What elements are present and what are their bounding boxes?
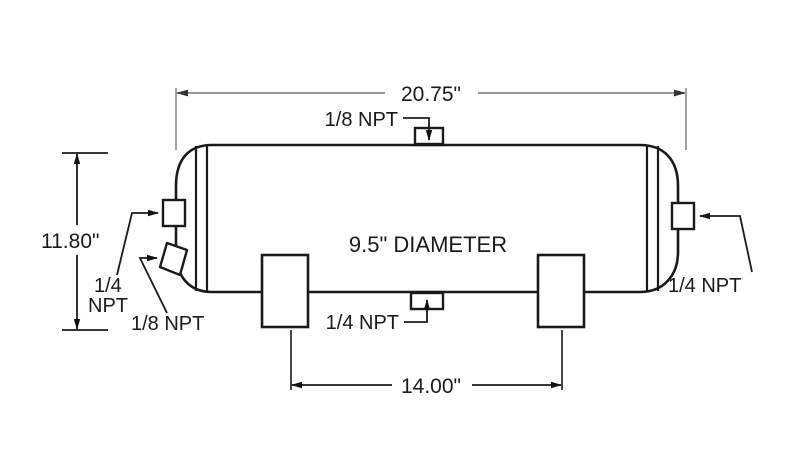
left-lower-port-fitting — [158, 241, 189, 277]
right-port-callout: 1/4 NPT — [668, 212, 753, 297]
left-upper-port-fitting — [161, 198, 187, 228]
right-port-label: 1/4 NPT — [668, 275, 741, 297]
bracket-right-rect — [536, 253, 586, 329]
mounting-bracket-left — [260, 253, 310, 329]
overall-length-dimension: 20.75" — [175, 83, 687, 150]
height-label-backdrop — [38, 225, 116, 255]
tank-shell-outline — [174, 143, 680, 294]
left-upper-port-label: 1/4 — [94, 275, 122, 297]
bottom-port-callout: 1/4 NPT — [326, 299, 431, 334]
left-upper-port-leader-line — [116, 209, 159, 276]
left-lower-port-callout: 1/8 NPT — [131, 254, 204, 335]
overall-height-dimension: 11.80" — [38, 152, 116, 331]
top-port-callout: 1/8 NPT — [325, 109, 433, 141]
mount-spacing-dimension: 14.00" — [290, 330, 563, 398]
bracket-left-rect — [260, 253, 310, 329]
overall-height-label: 11.80" — [41, 230, 99, 253]
mounting-bracket-right — [536, 253, 586, 329]
left-upper-port-callout: 1/4 NPT — [88, 209, 159, 317]
diameter-label: 9.5" DIAMETER — [349, 232, 507, 257]
left-upper-port-boss — [161, 198, 187, 228]
top-port-label: 1/8 NPT — [325, 109, 398, 131]
left-lower-port-label: 1/8 NPT — [131, 313, 204, 335]
overall-length-label: 20.75" — [401, 83, 461, 106]
bottom-port-leader-line — [404, 299, 431, 323]
left-upper-port-label-line2: NPT — [88, 295, 128, 317]
right-side-port-fitting — [670, 201, 696, 231]
top-port-leader-line — [403, 117, 433, 141]
mount-spacing-label: 14.00" — [401, 375, 461, 398]
right-port-boss — [670, 201, 696, 231]
left-lower-port-boss — [158, 241, 189, 277]
bottom-port-label: 1/4 NPT — [326, 312, 399, 334]
left-lower-port-leader-line — [138, 254, 168, 314]
tank-body-group — [174, 143, 680, 294]
right-port-leader-line — [699, 212, 753, 273]
